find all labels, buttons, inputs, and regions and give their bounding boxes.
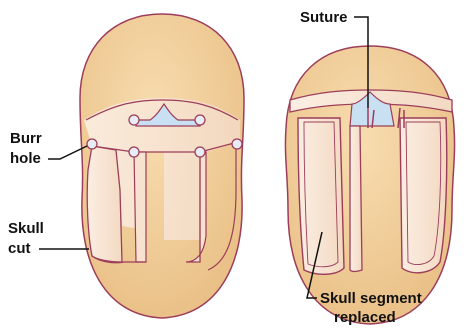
- left-skull: [80, 14, 244, 318]
- burr-hole-label-line-2: hole: [10, 150, 41, 167]
- burr-hole-icon: [129, 115, 139, 125]
- skull-segment-label-line-1: Skull segment: [320, 290, 422, 307]
- skull-cut-label-line-1: Skull: [8, 220, 44, 237]
- skull-segment-label-line-2: replaced: [334, 309, 396, 326]
- left-skull-strip-left: [87, 146, 122, 262]
- burr-hole-icon: [195, 115, 205, 125]
- burr-hole-icon: [87, 139, 97, 149]
- skull-cut-callout: Skull cut: [8, 220, 89, 257]
- burr-hole-label-line-1: Burr: [10, 130, 42, 147]
- burr-hole-callout: Burr hole: [10, 130, 87, 167]
- right-skull-segment-middle: [350, 126, 362, 272]
- suture-label: Suture: [300, 9, 348, 26]
- left-skull-segment-middle: [134, 152, 146, 262]
- burr-hole-icon: [232, 139, 242, 149]
- burr-hole-icon: [195, 147, 205, 157]
- burr-hole-icon: [129, 147, 139, 157]
- skull-cut-label-line-2: cut: [8, 240, 31, 257]
